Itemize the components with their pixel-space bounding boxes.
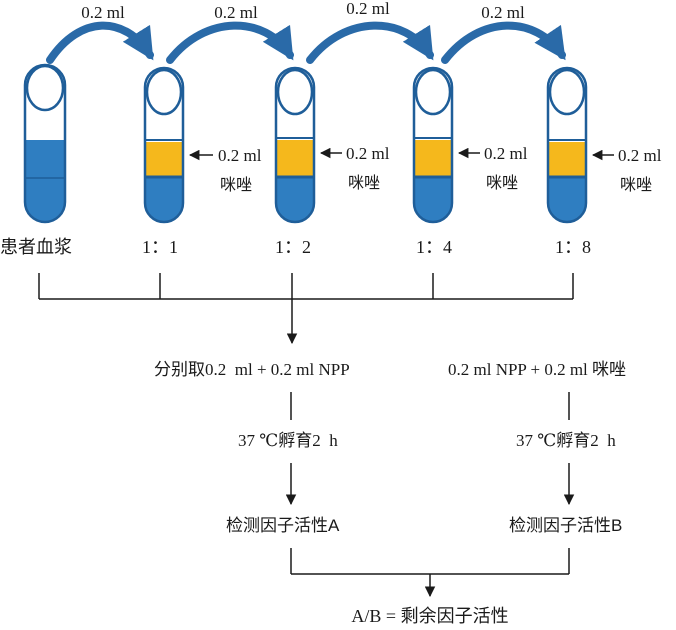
tube-outline	[274, 66, 316, 224]
add-imidazole-2: 0.2 ml 咪唑	[319, 144, 390, 192]
tube-dilution-4	[546, 66, 588, 224]
add-volume-label: 0.2 ml	[218, 146, 262, 165]
transfer-label-2: 0.2 ml	[214, 3, 258, 22]
add-reagent-label: 咪唑	[220, 176, 252, 194]
right-step-incubate: 37 ℃孵育2 h	[516, 431, 616, 450]
transfer-label-4: 0.2 ml	[481, 3, 525, 22]
imidazole-layer	[276, 140, 314, 176]
transfer-label-1: 0.2 ml	[81, 3, 125, 22]
result-bracket	[290, 548, 570, 598]
add-volume-label: 0.2 ml	[484, 144, 528, 163]
right-step-sample: 0.2 ml NPP + 0.2 ml 咪唑	[448, 360, 626, 379]
add-reagent-label: 咪唑	[348, 174, 380, 192]
tube-dilution-3	[412, 66, 454, 224]
transfer-arrow-2	[166, 21, 294, 64]
add-imidazole-3: 0.2 ml 咪唑	[457, 144, 528, 192]
transfer-arrow-3	[306, 21, 434, 64]
add-volume-label: 0.2 ml	[618, 146, 662, 165]
tube-plasma-top	[25, 140, 65, 180]
left-step-incubate: 37 ℃孵育2 h	[238, 431, 338, 450]
tube-outline	[412, 66, 454, 224]
tube-label-1-8: 1：8	[555, 237, 591, 257]
imidazole-layer	[145, 142, 183, 176]
tube-dilution-2	[274, 66, 316, 224]
left-step-measure: 检测因子活性A	[226, 516, 340, 535]
transfer-arrows	[46, 21, 566, 64]
tube-outline	[546, 66, 588, 224]
transfer-arrow-1	[46, 21, 154, 64]
tube-cap	[25, 64, 65, 112]
result-formula: A/B = 剩余因子活性	[351, 606, 508, 626]
add-volume-label: 0.2 ml	[346, 144, 390, 163]
tube-label-1-4: 1：4	[416, 237, 452, 257]
tube-cap	[414, 68, 452, 116]
tube-cap	[276, 68, 314, 116]
add-reagent-label: 咪唑	[620, 176, 652, 194]
collect-bracket	[38, 273, 574, 345]
add-imidazole-4: 0.2 ml 咪唑	[591, 146, 662, 194]
add-imidazole-1: 0.2 ml 咪唑	[188, 146, 262, 194]
tube-cap	[145, 68, 183, 116]
tube-dilution-1	[143, 66, 185, 224]
tube-cap	[548, 68, 586, 116]
tube-outline	[143, 66, 185, 224]
tube-patient-plasma	[23, 63, 67, 224]
tube-label-1-1: 1：1	[142, 237, 178, 257]
tube-label-1-2: 1：2	[275, 237, 311, 257]
imidazole-layer	[414, 140, 452, 176]
imidazole-layer	[548, 142, 586, 176]
tube-label-plasma: 患者血浆	[0, 237, 72, 257]
transfer-arrow-4	[441, 21, 566, 64]
transfer-label-3: 0.2 ml	[346, 0, 390, 18]
right-step-measure: 检测因子活性B	[509, 516, 622, 535]
left-step-sample: 分别取0.2 ml + 0.2 ml NPP	[154, 360, 350, 379]
add-reagent-label: 咪唑	[486, 174, 518, 192]
